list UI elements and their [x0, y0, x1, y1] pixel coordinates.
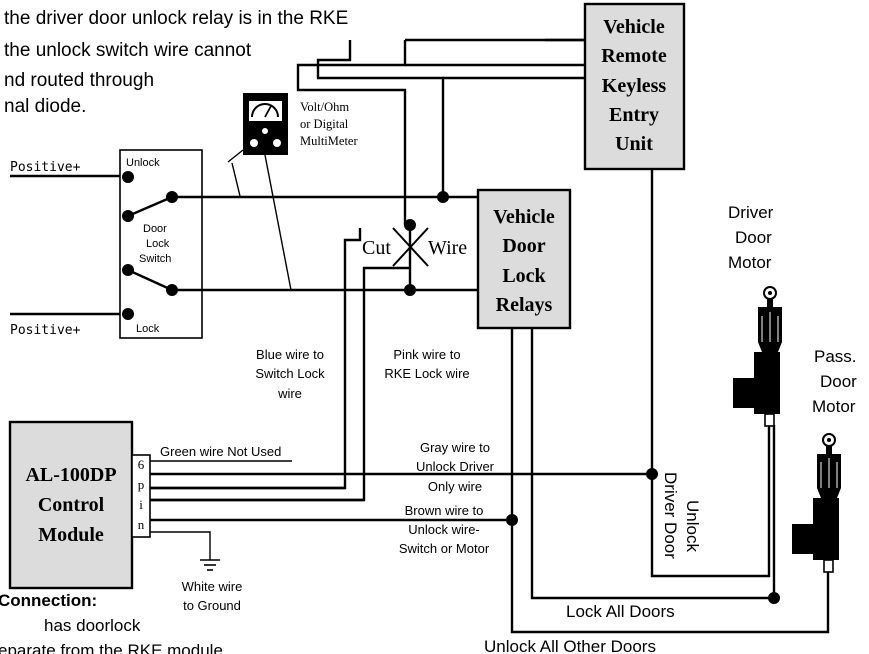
door-switch-lock: Lock — [136, 323, 160, 335]
gray-wire-label-3: Only wire — [428, 479, 482, 494]
positive-bottom-label: Positive+ — [10, 323, 81, 338]
pink-wire-label-2: RKE Lock wire — [384, 366, 469, 381]
pink-wire-label-1: Pink wire to — [393, 347, 460, 362]
intro-line-1: the driver door unlock relay is in the R… — [4, 8, 348, 29]
rke-unit-label-4: Entry — [609, 104, 659, 126]
door-switch-unlock: Unlock — [126, 157, 160, 169]
driver-motor-label-3: Motor — [728, 253, 772, 272]
module-label-3: Module — [38, 524, 104, 546]
white-wire-label-1: White wire — [182, 579, 243, 594]
meter-label-1: Volt/Ohm — [300, 100, 349, 114]
intro-line-2: the unlock switch wire cannot — [4, 40, 252, 61]
intro-line-4: nal diode. — [4, 96, 86, 117]
door-switch-label-1: Door — [143, 223, 167, 235]
meter-probe-1 — [231, 162, 241, 197]
junction-brown — [506, 514, 518, 526]
gray-wire-label-2: Unlock Driver — [416, 459, 495, 474]
rke-unit-label-3: Keyless — [602, 75, 667, 97]
pin-label-4: n — [138, 517, 145, 532]
relays-label-2: Door — [502, 235, 545, 257]
module-label-2: Control — [38, 494, 105, 516]
lock-all-doors-label: Lock All Doors — [566, 602, 675, 621]
driver-motor-label-2: Door — [735, 228, 772, 247]
driver-door-vertical-label-2: Driver Door — [661, 472, 680, 559]
switch-contact-6 — [122, 308, 134, 320]
connection-title: Connection: — [0, 591, 97, 610]
junction-unlock — [437, 191, 449, 203]
switch-contact-1 — [122, 171, 134, 183]
driver-motor-icon — [733, 286, 782, 427]
connection-line-3: eparate from the RKE module — [0, 641, 223, 654]
relays-label-4: Relays — [496, 294, 553, 316]
blue-wire-label-2: Switch Lock — [255, 366, 325, 381]
connection-line-2: has doorlock — [44, 616, 141, 635]
pass-motor-label-1: Pass. — [814, 347, 857, 366]
door-switch-label-2: Lock — [146, 238, 170, 250]
ground-icon — [200, 559, 220, 571]
driver-door-vertical-label-1: Unlock — [683, 500, 702, 552]
white-wire — [150, 531, 211, 560]
green-wire-label: Green wire Not Used — [160, 444, 281, 459]
rke-unlock-driver-wire — [650, 169, 771, 578]
pin-label-1: 6 — [138, 457, 145, 472]
lock-all-wire — [530, 328, 774, 600]
meter-label-3: MultiMeter — [300, 134, 358, 148]
unlock-all-wire — [510, 328, 830, 634]
meter-label-2: or Digital — [300, 117, 349, 131]
cut-mark-2 — [392, 227, 429, 267]
pass-motor-icon — [792, 433, 841, 573]
pass-motor-label-2: Door — [820, 372, 857, 391]
brown-wire-label-3: Switch or Motor — [399, 541, 490, 556]
pass-motor-label-3: Motor — [812, 397, 856, 416]
blue-wire-label-3: wire — [277, 386, 302, 401]
switch-arm-lower — [127, 268, 173, 292]
module-box — [8, 420, 134, 590]
junction-cut — [404, 219, 416, 231]
wire-label: Wire — [428, 237, 467, 259]
gray-wire-label-1: Gray wire to — [420, 440, 490, 455]
door-switch-box — [119, 149, 203, 339]
unlock-all-other-label: Unlock All Other Doors — [484, 637, 656, 654]
pin-label-2: p — [138, 477, 145, 492]
multimeter-icon — [243, 93, 288, 155]
rke-wire-loop-b — [316, 40, 445, 195]
relays-box — [476, 188, 572, 330]
intro-line-3: nd routed through — [4, 70, 154, 91]
blue-wire-label-1: Blue wire to — [256, 347, 324, 362]
pin-connector — [131, 454, 151, 538]
door-switch-label-3: Switch — [139, 253, 171, 265]
module-label-1: AL-100DP — [25, 464, 116, 486]
rke-unit-label-5: Unit — [615, 133, 653, 155]
relays-label-3: Lock — [502, 265, 546, 287]
rke-wire-loop-a — [296, 40, 407, 225]
positive-top-label: Positive+ — [10, 160, 81, 175]
cut-label: Cut — [362, 237, 391, 259]
pin-label-3: i — [139, 497, 143, 512]
rke-unit-label-2: Remote — [601, 45, 667, 67]
brown-wire-label-1: Brown wire to — [405, 503, 484, 518]
brown-wire-label-2: Unlock wire- — [408, 522, 480, 537]
rke-unit-box — [583, 2, 686, 171]
switch-arm-upper — [127, 195, 173, 218]
rke-unit-label-1: Vehicle — [603, 16, 665, 38]
white-wire-label-2: to Ground — [183, 598, 241, 613]
relays-label-1: Vehicle — [493, 206, 555, 228]
meter-pointer — [227, 149, 244, 163]
meter-probe-2 — [264, 154, 292, 291]
driver-motor-label-1: Driver — [728, 203, 774, 222]
